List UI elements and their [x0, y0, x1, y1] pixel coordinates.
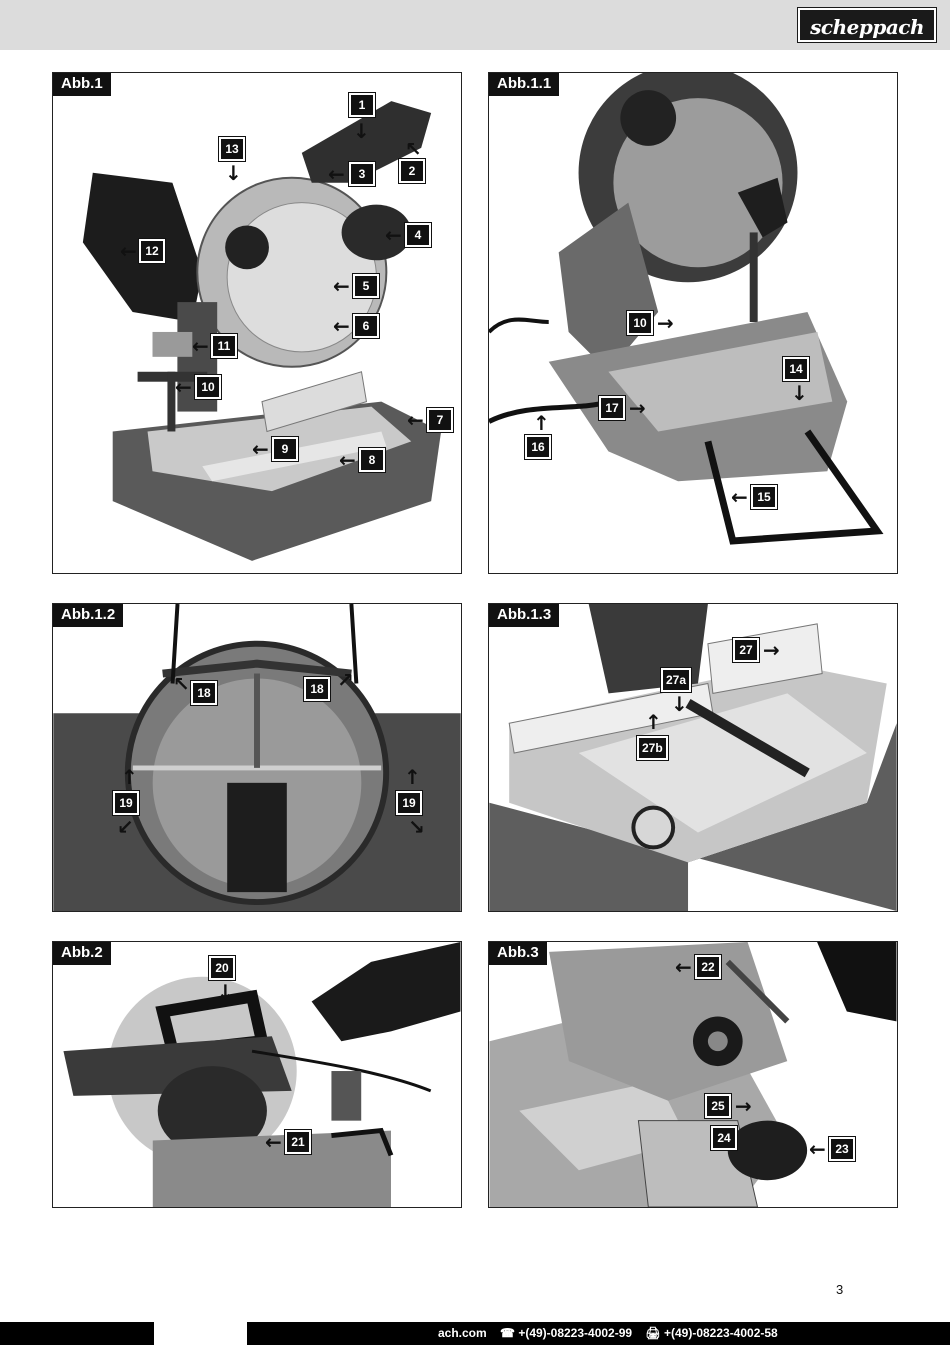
arrow-down-icon: ↘	[408, 815, 425, 839]
callout-18: 18	[303, 676, 331, 702]
callout-14: 14	[782, 356, 810, 382]
arrow-up-icon: ↑	[404, 765, 421, 789]
arrow-left-icon: ←	[731, 485, 748, 509]
arrow-down-icon: ↓	[225, 161, 242, 185]
callout-21: 21	[284, 1129, 312, 1155]
callout-11: 11	[210, 333, 238, 359]
callout-8: 8	[358, 447, 386, 473]
arrow-down-icon: ↓	[353, 119, 370, 143]
arrow-right-icon: →	[735, 1094, 752, 1118]
figure-abb3: Abb.3 22 ← 23 ← 24 25 →	[488, 941, 898, 1208]
header-bar: scheppach	[0, 0, 950, 50]
arrow-up-left-icon: ↖	[173, 672, 190, 696]
miter-saw-side-photo	[489, 73, 897, 573]
callout-24: 24	[710, 1125, 738, 1151]
arrow-left-icon: ←	[333, 274, 350, 298]
figure-label: Abb.1.3	[489, 604, 560, 627]
arrow-up-icon: ↑	[645, 710, 662, 734]
callout-16: 16	[524, 434, 552, 460]
footer-fax: 🖨 +(49)-08223-4002-58	[645, 1326, 778, 1340]
callout-1: 1	[348, 92, 376, 118]
arrow-down-icon: ↓	[217, 980, 234, 1004]
footer-phone: ☎ +(49)-08223-4002-99	[500, 1326, 633, 1340]
callout-23: 23	[828, 1136, 856, 1162]
arrow-up-right-icon: ↗	[337, 668, 354, 692]
arrow-right-icon: →	[763, 638, 780, 662]
arrow-down-icon: ↓	[791, 381, 808, 405]
figure-label: Abb.1.2	[53, 604, 124, 627]
callout-10: 10	[626, 310, 654, 336]
arrow-up-icon: ↖	[405, 137, 422, 161]
footer-website: ach.com	[438, 1326, 487, 1340]
arrow-left-icon: ←	[809, 1137, 826, 1161]
callout-25: 25	[704, 1093, 732, 1119]
arrow-up-icon: ↑	[121, 765, 138, 789]
arrow-up-icon: ↑	[533, 411, 550, 435]
callout-20: 20	[208, 955, 236, 981]
arrow-left-icon: ←	[339, 448, 356, 472]
callout-27a: 27a	[659, 667, 693, 693]
callout-5: 5	[352, 273, 380, 299]
arrow-left-icon: ←	[252, 437, 269, 461]
brand-logo: scheppach	[797, 7, 937, 43]
saw-table-photo	[489, 604, 897, 911]
callout-7: 7	[426, 407, 454, 433]
arrow-left-icon: ←	[265, 1130, 282, 1154]
callout-19: 19	[112, 790, 140, 816]
arrow-left-icon: ←	[328, 162, 345, 186]
figure-abb2: Abb.2 20 ↓ 21 ←	[52, 941, 462, 1208]
footer-contact: ach.com ☎ +(49)-08223-4002-99 🖨 +(49)-08…	[438, 1325, 788, 1341]
saw-underside-photo	[53, 604, 461, 911]
figure-abb1-2: Abb.1.2 18 ↖ 18 ↗ 19 ↑ ↙ 19 ↑ ↘	[52, 603, 462, 912]
figure-label: Abb.3	[489, 942, 547, 965]
callout-10: 10	[194, 374, 222, 400]
callout-18: 18	[190, 680, 218, 706]
arrow-right-icon: →	[629, 396, 646, 420]
arrow-down-icon: ↓	[671, 692, 688, 716]
arrow-left-icon: ←	[385, 223, 402, 247]
saw-lock-photo	[489, 942, 897, 1207]
footer-bar: ach.com ☎ +(49)-08223-4002-99 🖨 +(49)-08…	[0, 1322, 950, 1345]
figure-label: Abb.2	[53, 942, 111, 965]
figure-label: Abb.1.1	[489, 73, 560, 96]
figure-abb1: Abb.1 1 ↓ 2 ↖ 3 ← 4 ← 5 ← 6 ← 7 ← 8 ← 9 …	[52, 72, 462, 574]
arrow-left-icon: ←	[192, 334, 209, 358]
page-number: 3	[836, 1282, 844, 1297]
callout-22: 22	[694, 954, 722, 980]
arrow-right-icon: →	[657, 311, 674, 335]
figure-abb1-3: Abb.1.3 27 → 27a ↓ 27b ↑	[488, 603, 898, 912]
callout-17: 17	[598, 395, 626, 421]
arrow-left-icon: ←	[333, 314, 350, 338]
arrow-left-icon: ←	[120, 239, 137, 263]
callout-27: 27	[732, 637, 760, 663]
callout-2: 2	[398, 158, 426, 184]
arrow-left-icon: ←	[175, 375, 192, 399]
arrow-down-icon: ↙	[117, 815, 134, 839]
callout-4: 4	[404, 222, 432, 248]
callout-3: 3	[348, 161, 376, 187]
footer-gap	[154, 1322, 247, 1345]
callout-13: 13	[218, 136, 246, 162]
arrow-left-icon: ←	[675, 955, 692, 979]
miter-saw-photo	[53, 73, 461, 573]
figure-label: Abb.1	[53, 73, 111, 96]
callout-12: 12	[138, 238, 166, 264]
arrow-left-icon: ←	[407, 408, 424, 432]
callout-19: 19	[395, 790, 423, 816]
figure-abb1-1: Abb.1.1 10 → 14 ↓ 15 ← 16 ↑ 17 →	[488, 72, 898, 574]
callout-9: 9	[271, 436, 299, 462]
callout-15: 15	[750, 484, 778, 510]
callout-27b: 27b	[636, 735, 669, 761]
saw-transport-photo	[53, 942, 461, 1207]
callout-6: 6	[352, 313, 380, 339]
